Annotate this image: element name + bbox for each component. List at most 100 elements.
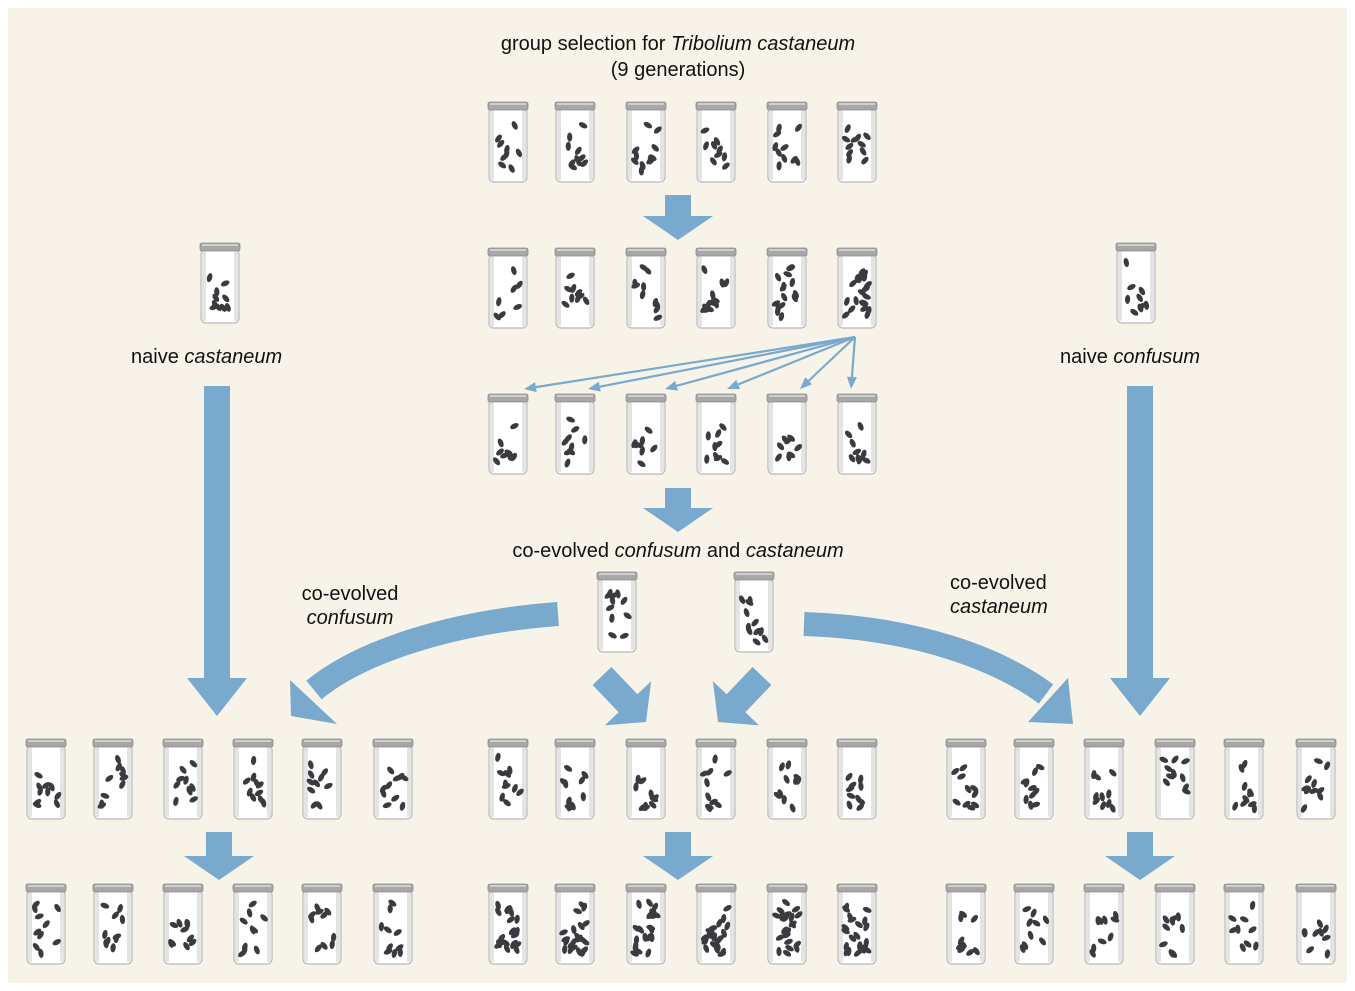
beetle-icon	[962, 800, 971, 808]
jar-lid-highlight	[628, 103, 664, 105]
jar-icon	[232, 738, 274, 820]
jar-icon	[25, 883, 67, 965]
beetle-icon	[861, 285, 870, 293]
jar-shade-right	[336, 892, 340, 962]
jar-icon	[487, 101, 529, 183]
jar-icon	[162, 883, 204, 965]
beetle-icon	[388, 899, 397, 907]
beetle-icon	[970, 801, 980, 809]
beetle-icon	[650, 444, 658, 453]
jar-lid-highlight	[698, 395, 734, 397]
jar-lid-highlight	[1086, 740, 1122, 742]
beetle-icon	[635, 774, 641, 784]
beetle-icon	[720, 458, 730, 465]
jar-shade-left	[28, 892, 32, 962]
beetle-icon	[391, 948, 398, 958]
beetle-icon	[846, 946, 852, 957]
beetle-icon	[573, 908, 582, 915]
jar-icon	[695, 247, 737, 329]
beetle-icon	[320, 941, 328, 950]
jar-lid-highlight	[839, 740, 875, 742]
beetle-icon	[1306, 946, 1315, 954]
beetle-icon	[385, 781, 393, 790]
beetle-icon	[567, 941, 576, 949]
jar-glass	[1014, 744, 1054, 820]
beetle-icon	[862, 457, 871, 464]
jar-icon	[695, 101, 737, 183]
beetle-icon	[971, 789, 979, 799]
beetle-icon	[636, 899, 642, 909]
jar-shade-left	[165, 892, 169, 962]
beetle-icon	[639, 436, 646, 446]
jar-glass	[93, 889, 133, 965]
beetle-icon	[844, 124, 851, 133]
jar-shade-right	[660, 110, 664, 180]
beetle-icon	[1035, 764, 1045, 771]
beetle-icon	[701, 265, 708, 274]
beetle-icon	[789, 920, 796, 929]
beetle-icon	[242, 777, 251, 785]
beetle-icon	[781, 292, 788, 302]
beetle-icon	[779, 283, 787, 292]
beetle-icon	[632, 278, 638, 288]
beetle-icon	[1247, 788, 1253, 798]
fan-arrow-head	[846, 376, 857, 389]
jar-lid-highlight	[769, 885, 805, 887]
fan-arrow-line	[807, 336, 856, 382]
beetle-icon	[1100, 801, 1107, 811]
jar-glass	[555, 399, 595, 475]
beetle-icon	[100, 902, 110, 909]
jar-icon-naive-confusum	[1115, 242, 1157, 324]
beetle-icon	[503, 770, 512, 778]
beetle-icon	[574, 146, 582, 155]
jar-icon	[625, 738, 667, 820]
beetle-icon	[188, 938, 197, 947]
beetle-icon	[638, 777, 647, 785]
jar-icon	[92, 883, 134, 965]
beetle-icon	[563, 937, 570, 946]
jar-icon	[836, 883, 878, 965]
jar-shade-right	[730, 892, 734, 962]
jar-shade-right	[768, 580, 772, 650]
jar-lid-highlight	[304, 885, 340, 887]
jar-icon	[487, 247, 529, 329]
beetle-icon	[1028, 800, 1034, 810]
jar-icon	[766, 247, 808, 329]
fan-arrow-line	[535, 335, 856, 389]
beetle-icon	[790, 155, 798, 164]
jar-shade-right	[589, 256, 593, 326]
beetle-icon	[496, 448, 504, 456]
jar-lid-highlight	[557, 740, 593, 742]
jar-shade-right	[660, 892, 664, 962]
beetle-icon	[861, 156, 869, 165]
jar-shade-right	[1048, 892, 1052, 962]
jar-icon	[301, 738, 343, 820]
beetle-icon	[1124, 294, 1131, 304]
beetle-icon	[391, 794, 400, 802]
beetle-icon	[858, 300, 868, 307]
jar-shade-left	[698, 892, 702, 962]
jar-lid-highlight	[736, 573, 772, 575]
beetle-icon	[784, 938, 793, 945]
jar-glass	[555, 107, 595, 183]
jar-shade-left	[698, 402, 702, 472]
beetle-icon	[42, 782, 51, 789]
beetle-icon	[506, 916, 515, 924]
beetle-icon	[724, 921, 731, 931]
beetle-icon	[609, 613, 615, 623]
jar-shade-left	[304, 892, 308, 962]
beetle-icon	[853, 931, 861, 940]
beetle-icon	[307, 786, 316, 794]
beetle-icon	[721, 152, 728, 162]
jar-shade-right	[407, 747, 411, 817]
beetle-icon	[567, 448, 576, 456]
beetle-icon	[1239, 943, 1246, 952]
jar-icon-coevolved-confusum	[596, 571, 638, 653]
beetle-icon	[793, 940, 802, 949]
beetle-icon	[308, 914, 315, 924]
jar-shade-left	[557, 747, 561, 817]
beetle-icon	[253, 945, 260, 955]
jar-lid-highlight	[557, 103, 593, 105]
beetle-icon	[792, 290, 799, 299]
jar-lid-highlight	[628, 740, 664, 742]
